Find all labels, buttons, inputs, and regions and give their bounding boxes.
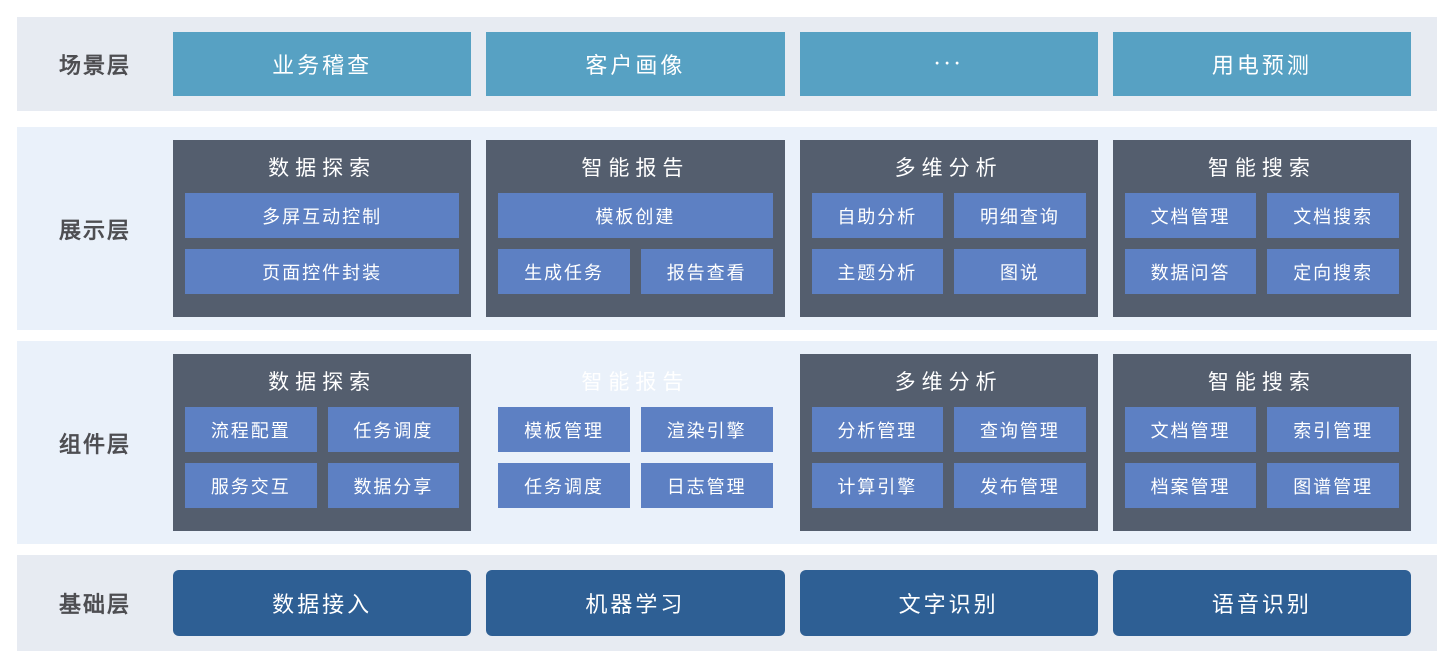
module-row: 任务调度日志管理 xyxy=(498,463,773,508)
module-row: 档案管理图谱管理 xyxy=(1124,463,1399,508)
module-row: 多屏互动控制 xyxy=(185,193,460,238)
module-cell: 页面控件封装 xyxy=(185,249,460,294)
module-cell: 报告查看 xyxy=(640,249,773,294)
module-cell: 生成任务 xyxy=(498,249,630,294)
module-cell: 多屏互动控制 xyxy=(185,193,460,238)
display-label-column: 展示层 xyxy=(17,127,173,330)
base-label-column: 基础层 xyxy=(17,555,173,651)
module-cell: 明细查询 xyxy=(954,193,1086,238)
module-cell: 任务调度 xyxy=(327,407,460,452)
group-rows: 文档管理文档搜索数据问答定向搜索 xyxy=(1124,193,1399,294)
module-row: 模板管理渲染引擎 xyxy=(498,407,773,452)
module-cell: 自助分析 xyxy=(811,193,944,238)
scenario-layer-band: 场景层 业务稽查客户画像···用电预测 xyxy=(17,17,1437,111)
module-cell: 渲染引擎 xyxy=(640,407,773,452)
module-cell: 分析管理 xyxy=(811,407,944,452)
group-title: 智能搜索 xyxy=(1207,155,1316,180)
module-cell: 图说 xyxy=(954,249,1086,294)
module-row: 文档管理索引管理 xyxy=(1124,407,1399,452)
display-group-3: 智能搜索文档管理文档搜索数据问答定向搜索 xyxy=(1112,140,1411,317)
component-group-1: 智能报告模板管理渲染引擎任务调度日志管理 xyxy=(486,354,784,531)
layer-label-scenario: 场景层 xyxy=(58,54,131,79)
module-row: 分析管理查询管理 xyxy=(811,407,1086,452)
module-row: 计算引擎发布管理 xyxy=(811,463,1086,508)
module-cell: 图谱管理 xyxy=(1267,463,1399,508)
group-rows: 流程配置任务调度服务交互数据分享 xyxy=(185,407,460,508)
group-rows: 文档管理索引管理档案管理图谱管理 xyxy=(1124,407,1399,508)
group-title: 多维分析 xyxy=(894,369,1003,394)
base-box-2: 文字识别 xyxy=(799,570,1098,636)
group-title: 多维分析 xyxy=(894,155,1003,180)
base-box-0: 数据接入 xyxy=(173,570,472,636)
display-group-0: 数据探索多屏互动控制页面控件封装 xyxy=(173,140,472,317)
module-cell: 发布管理 xyxy=(954,463,1086,508)
module-row: 自助分析明细查询 xyxy=(811,193,1086,238)
component-label-column: 组件层 xyxy=(17,341,173,544)
base-box-3: 语音识别 xyxy=(1112,570,1411,636)
module-cell: 模板创建 xyxy=(498,193,773,238)
module-row: 服务交互数据分享 xyxy=(185,463,460,508)
module-cell: 档案管理 xyxy=(1124,463,1257,508)
base-box-1: 机器学习 xyxy=(486,570,785,636)
display-layer-band: 展示层数据探索多屏互动控制页面控件封装智能报告模板创建生成任务报告查看多维分析自… xyxy=(17,127,1437,330)
group-rows: 分析管理查询管理计算引擎发布管理 xyxy=(811,407,1086,508)
group-rows: 模板创建生成任务报告查看 xyxy=(498,193,773,294)
module-cell: 定向搜索 xyxy=(1267,249,1399,294)
module-cell: 文档管理 xyxy=(1124,407,1257,452)
module-cell: 流程配置 xyxy=(185,407,317,452)
group-title: 数据探索 xyxy=(268,155,377,180)
group-title: 智能报告 xyxy=(581,369,690,394)
module-cell: 日志管理 xyxy=(640,463,773,508)
module-cell: 数据问答 xyxy=(1124,249,1257,294)
layer-label-display: 展示层 xyxy=(58,218,131,244)
module-cell: 模板管理 xyxy=(498,407,630,452)
display-group-2: 多维分析自助分析明细查询主题分析图说 xyxy=(799,140,1098,317)
group-title: 智能搜索 xyxy=(1207,369,1316,394)
module-cell: 查询管理 xyxy=(954,407,1086,452)
display-group-1: 智能报告模板创建生成任务报告查看 xyxy=(486,140,785,317)
scenario-content-row: 业务稽查客户画像···用电预测 xyxy=(173,17,1437,111)
base-layer-band: 基础层 数据接入机器学习文字识别语音识别 xyxy=(17,555,1437,651)
module-row: 流程配置任务调度 xyxy=(185,407,460,452)
component-group-0: 数据探索流程配置任务调度服务交互数据分享 xyxy=(173,354,472,531)
group-rows: 模板管理渲染引擎任务调度日志管理 xyxy=(498,407,773,508)
layer-label-component: 组件层 xyxy=(58,432,131,458)
module-row: 数据问答定向搜索 xyxy=(1124,249,1399,294)
module-row: 文档管理文档搜索 xyxy=(1124,193,1399,238)
group-rows: 多屏互动控制页面控件封装 xyxy=(185,193,460,294)
component-group-2: 多维分析分析管理查询管理计算引擎发布管理 xyxy=(799,354,1098,531)
module-cell: 索引管理 xyxy=(1267,407,1399,452)
module-cell: 数据分享 xyxy=(327,463,460,508)
module-cell: 主题分析 xyxy=(811,249,944,294)
module-cell: 计算引擎 xyxy=(811,463,944,508)
scenario-box-0: 业务稽查 xyxy=(173,32,472,96)
scenario-box-3: 用电预测 xyxy=(1112,32,1411,96)
module-cell: 服务交互 xyxy=(185,463,317,508)
component-group-3: 智能搜索文档管理索引管理档案管理图谱管理 xyxy=(1112,354,1411,531)
group-title: 智能报告 xyxy=(581,155,690,180)
group-title: 数据探索 xyxy=(268,369,377,394)
scenario-box-2: ··· xyxy=(799,32,1098,96)
display-content-row: 数据探索多屏互动控制页面控件封装智能报告模板创建生成任务报告查看多维分析自助分析… xyxy=(173,127,1437,330)
module-cell: 文档管理 xyxy=(1124,193,1257,238)
group-rows: 自助分析明细查询主题分析图说 xyxy=(811,193,1086,294)
module-row: 模板创建 xyxy=(498,193,773,238)
component-content-row: 数据探索流程配置任务调度服务交互数据分享智能报告模板管理渲染引擎任务调度日志管理… xyxy=(173,341,1437,544)
module-row: 生成任务报告查看 xyxy=(498,249,773,294)
component-layer-band: 组件层数据探索流程配置任务调度服务交互数据分享智能报告模板管理渲染引擎任务调度日… xyxy=(17,341,1437,544)
layer-label-base: 基础层 xyxy=(58,593,131,618)
module-row: 页面控件封装 xyxy=(185,249,460,294)
module-row: 主题分析图说 xyxy=(811,249,1086,294)
base-content-row: 数据接入机器学习文字识别语音识别 xyxy=(173,555,1437,651)
module-cell: 文档搜索 xyxy=(1267,193,1399,238)
module-cell: 任务调度 xyxy=(498,463,630,508)
scenario-box-1: 客户画像 xyxy=(486,32,785,96)
scenario-label-column: 场景层 xyxy=(17,17,173,111)
